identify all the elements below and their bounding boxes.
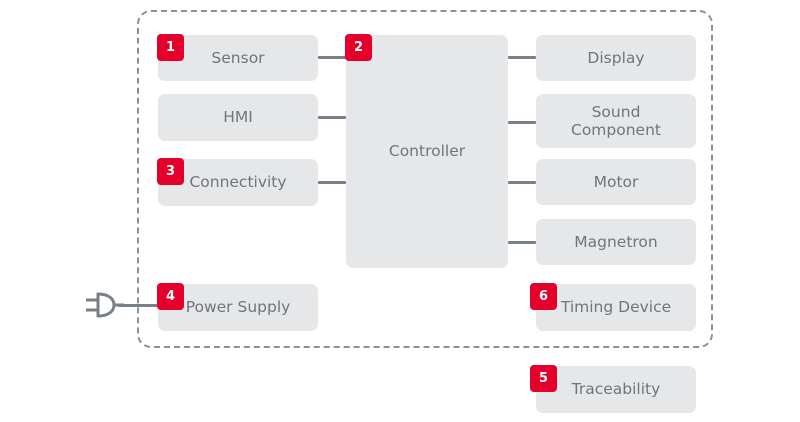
connector-sensor-to-controller	[318, 56, 346, 59]
block-timing-device-label: Timing Device	[560, 298, 672, 317]
connector-controller-to-sound-component	[508, 121, 536, 124]
block-display-label: Display	[587, 48, 645, 67]
system-boundary	[137, 10, 713, 348]
badge-sensor[interactable]: 1	[157, 34, 184, 61]
badge-power-supply[interactable]: 4	[157, 283, 184, 310]
block-motor-label: Motor	[593, 172, 639, 191]
connector-hmi-to-controller	[318, 116, 346, 119]
badge-controller[interactable]: 2	[345, 34, 372, 61]
block-hmi-label: HMI	[223, 108, 253, 127]
badge-connectivity[interactable]: 3	[157, 158, 184, 185]
block-hmi[interactable]: HMI	[158, 94, 318, 141]
block-timing-device[interactable]: Timing Device	[536, 284, 696, 331]
block-sound-component[interactable]: Sound Component	[536, 94, 696, 148]
block-controller-label: Controller	[388, 142, 466, 161]
connector-connectivity-to-controller	[318, 181, 346, 184]
block-magnetron-label: Magnetron	[574, 232, 658, 251]
block-controller[interactable]: Controller	[346, 35, 508, 268]
block-power-supply-label: Power Supply	[185, 298, 291, 317]
block-connectivity-label: Connectivity	[189, 173, 287, 192]
badge-timing-device[interactable]: 6	[530, 283, 557, 310]
block-connectivity[interactable]: Connectivity	[158, 159, 318, 206]
power-plug-icon	[84, 290, 130, 320]
block-motor[interactable]: Motor	[536, 159, 696, 205]
connector-controller-to-motor	[508, 181, 536, 184]
block-traceability-label: Traceability	[571, 380, 661, 399]
connector-controller-to-display	[508, 56, 536, 59]
block-sound-component-label: Sound Component	[571, 102, 661, 139]
connector-controller-to-magnetron	[508, 241, 536, 244]
badge-traceability[interactable]: 5	[530, 365, 557, 392]
block-sensor[interactable]: Sensor	[158, 35, 318, 81]
block-display[interactable]: Display	[536, 35, 696, 81]
block-magnetron[interactable]: Magnetron	[536, 219, 696, 265]
block-traceability[interactable]: Traceability	[536, 366, 696, 413]
block-sensor-label: Sensor	[211, 48, 265, 67]
connector-mains-to-power-supply	[118, 304, 168, 307]
block-power-supply[interactable]: Power Supply	[158, 284, 318, 331]
